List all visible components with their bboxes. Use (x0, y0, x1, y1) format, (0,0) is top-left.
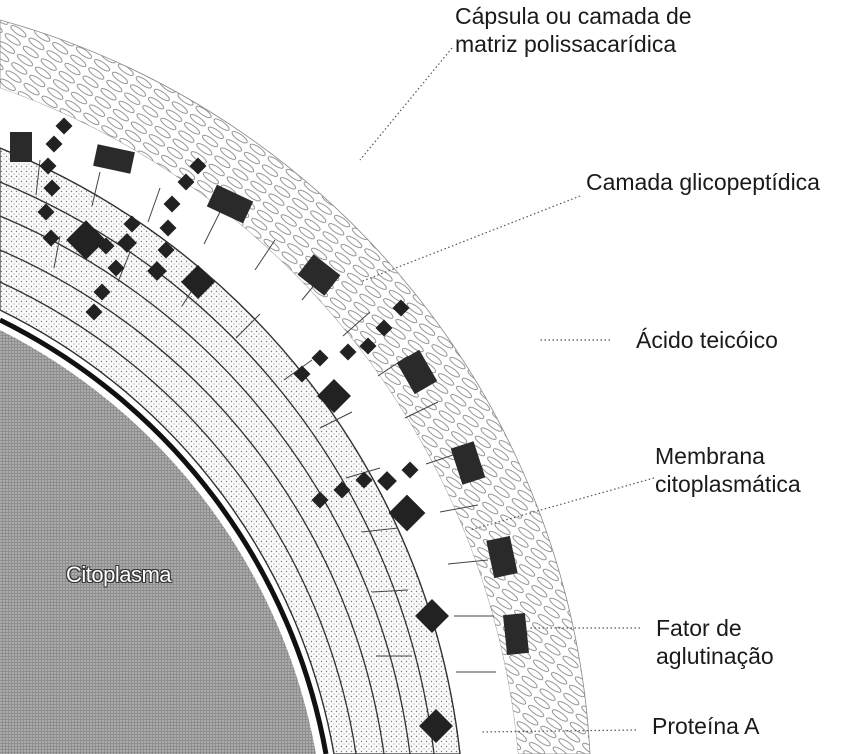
label-membrane: Membrana citoplasmática (655, 442, 801, 498)
label-factor-line1: Fator de (656, 614, 774, 642)
label-agglutination-factor: Fator de aglutinação (656, 614, 774, 670)
label-cytoplasm: Citoplasma (66, 562, 171, 588)
label-capsule-line2: matriz polissacarídica (455, 30, 692, 58)
label-teichoic-acid: Ácido teicóico (636, 326, 778, 354)
label-factor-line2: aglutinação (656, 642, 774, 670)
label-membrane-line1: Membrana (655, 442, 801, 470)
label-glycopeptide: Camada glicopeptídica (586, 168, 820, 196)
label-protein-a: Proteína A (652, 712, 759, 740)
label-capsule-line1: Cápsula ou camada de (455, 2, 692, 30)
label-capsule: Cápsula ou camada de matriz polissacaríd… (455, 2, 692, 58)
label-membrane-line2: citoplasmática (655, 470, 801, 498)
